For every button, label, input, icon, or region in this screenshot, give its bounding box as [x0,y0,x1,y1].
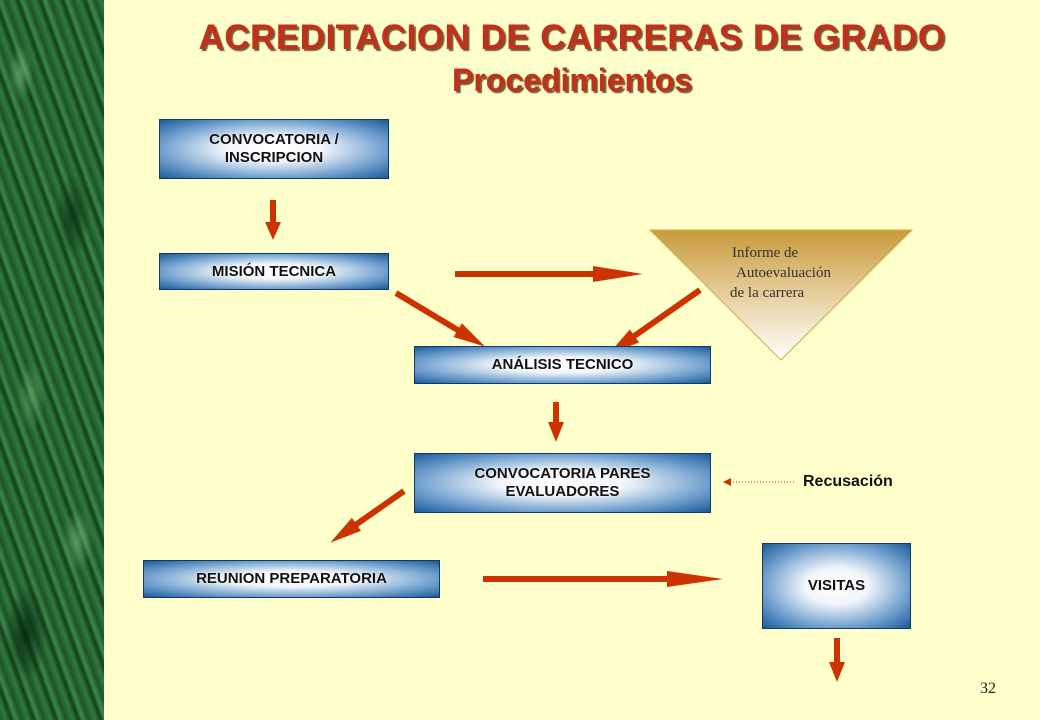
page-number: 32 [980,680,996,697]
informe-line-3: de la carrera [730,285,805,301]
analisis-label: ANÁLISIS TECNICO [491,356,634,373]
pares-label: CONVOCATORIA PARES EVALUADORES [474,465,651,500]
arrow-mision-to-informe [455,266,643,282]
informe-line-1: Informe de [732,245,799,261]
arrow-analisis-to-pares [548,402,564,442]
slide-title: ACREDITACION DE CARRERAS DE GRADO [198,18,946,57]
mision-label: MISIÓN TECNICA [211,262,337,280]
arrow-reunion-to-visitas [483,571,723,587]
informe-triangle [648,229,914,361]
recusacion-dotted-arrow [723,478,794,486]
marble-sidebar [0,0,104,720]
arrow-conv-to-mision [265,200,281,240]
reunion-label: REUNION PREPARATORIA [196,570,387,587]
arrow-pares-to-reunion [330,488,406,543]
arrow-visitas-down [829,638,845,682]
recusacion-label: Recusación [803,473,893,490]
informe-line-2: Autoevaluación [736,265,831,281]
mision-tecnica-box: MISIÓN TECNICA [159,253,389,290]
analisis-tecnico-box: ANÁLISIS TECNICO [414,346,711,384]
reunion-preparatoria-box: REUNION PREPARATORIA [143,560,440,598]
slide-subtitle: Procedimientos [451,62,693,98]
convocatoria-inscripcion-box: CONVOCATORIA / INSCRIPCION [159,119,389,179]
informe-text: Informe de Autoevaluación de la carrera [718,243,868,303]
visitas-box: VISITAS [762,543,911,629]
convocatoria-pares-box: CONVOCATORIA PARES EVALUADORES [414,453,711,513]
visitas-label: VISITAS [807,577,866,594]
convocatoria-label: CONVOCATORIA / INSCRIPCION [209,131,339,166]
arrow-mision-to-analisis [394,290,486,347]
